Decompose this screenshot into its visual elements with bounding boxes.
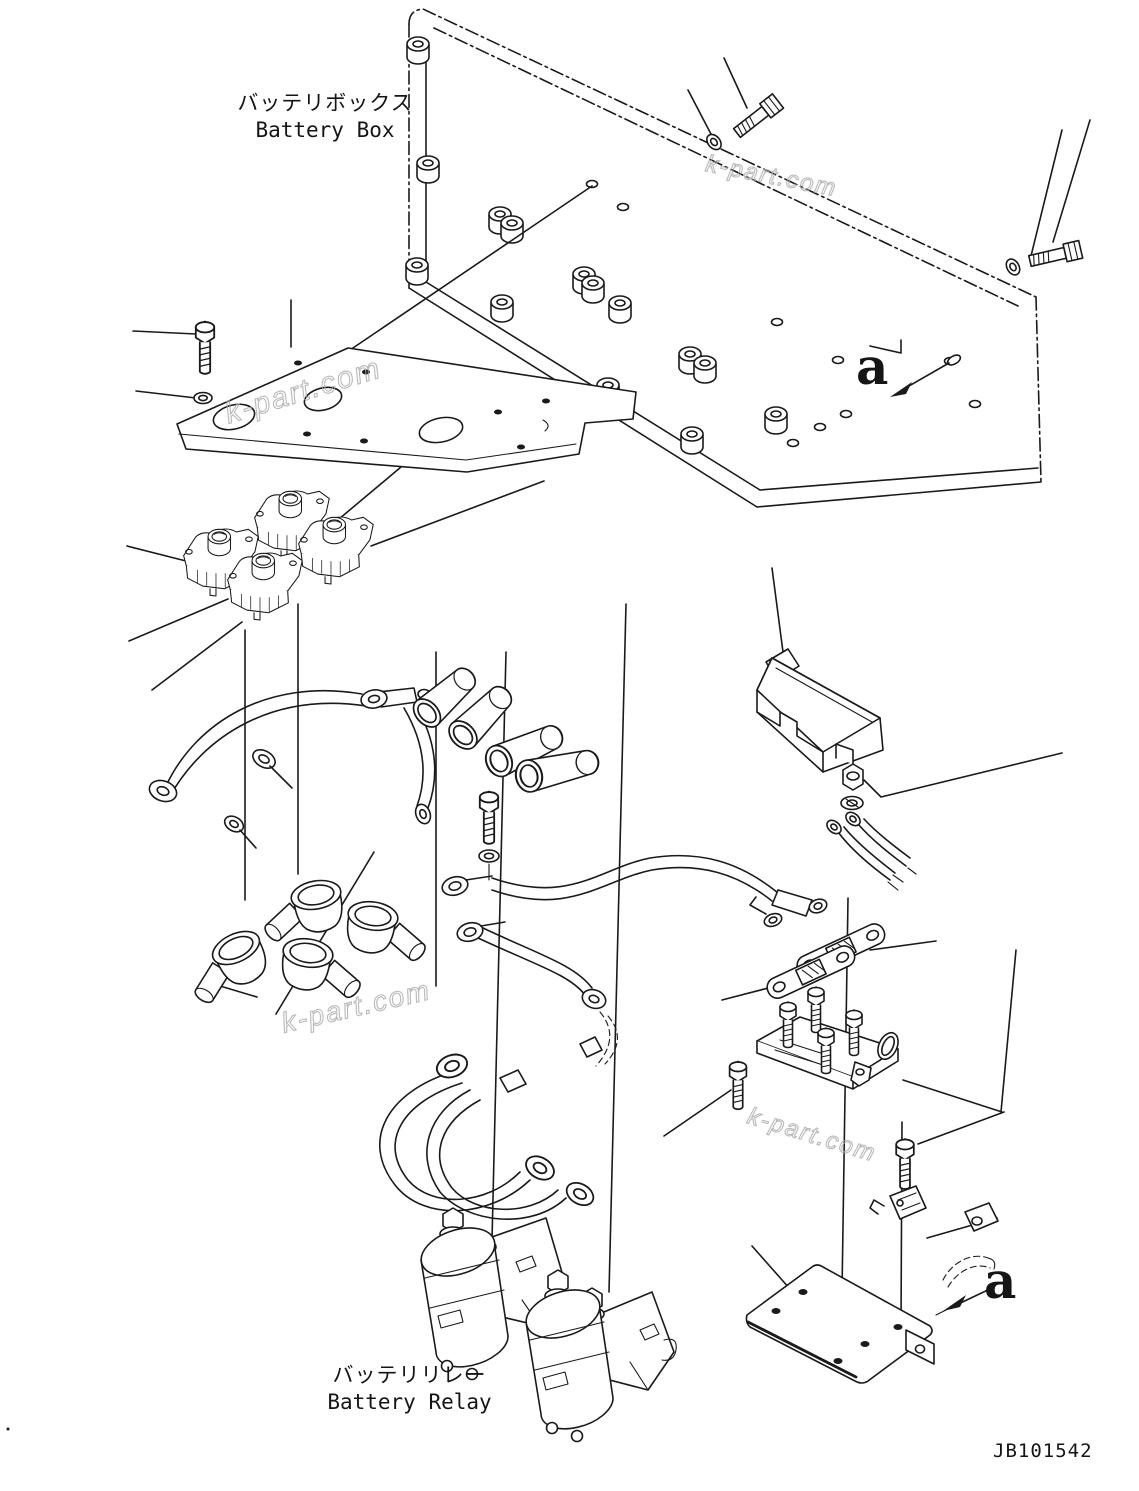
washer-icon xyxy=(193,391,213,405)
boot-icon xyxy=(341,897,435,966)
battery-box-label: バッテリボックス Battery Box xyxy=(210,90,440,145)
relay-nut-icon xyxy=(442,1207,464,1233)
battery-relay-label-en: Battery Relay xyxy=(327,1390,492,1415)
battery-box-label-en: Battery Box xyxy=(255,118,395,143)
panel-bolt-top xyxy=(706,93,785,151)
battery-relay-label-jp: バッテリリレー xyxy=(332,1363,487,1387)
cover-plate-bolt xyxy=(193,320,216,405)
washer-icon xyxy=(478,849,500,863)
bolt-icon xyxy=(478,790,500,845)
battery-relay-label: バッテリリレー Battery Relay xyxy=(292,1362,527,1417)
center-bolt-washer xyxy=(478,790,500,881)
battery-relay-assembly-1 xyxy=(420,1207,567,1381)
mounting-bracket-plate xyxy=(745,1264,935,1384)
bolt-icon xyxy=(728,1060,748,1111)
relay-block-icon xyxy=(227,552,303,621)
ground-wires xyxy=(826,811,917,891)
wiring-clip-brackets xyxy=(869,1185,999,1288)
battery-cable-short xyxy=(148,687,436,849)
fusible-links xyxy=(749,896,889,1003)
view-letter-bottom: a xyxy=(984,1251,1017,1310)
board-bolt xyxy=(728,1060,748,1111)
ring-terminal-icon xyxy=(561,1177,599,1211)
nut-icon xyxy=(842,763,864,791)
ring-terminal-icon xyxy=(520,1150,560,1186)
ring-terminal-icon xyxy=(454,919,486,945)
battery-relay-block-group xyxy=(183,490,374,621)
view-letter-top: a xyxy=(856,337,889,396)
battery-cable-long xyxy=(439,854,828,1067)
boot-icon xyxy=(175,923,277,1011)
ring-terminal-icon xyxy=(439,873,471,899)
battery-relay-assembly-2 xyxy=(525,1269,677,1443)
leader-lines xyxy=(126,57,1091,1359)
bolt-icon xyxy=(730,93,785,141)
bracket-bolt xyxy=(895,1138,915,1190)
view-arrow-top xyxy=(890,354,962,397)
heavy-battery-cables xyxy=(379,1049,599,1221)
page-mark xyxy=(6,1427,10,1431)
bolt-icon xyxy=(895,1138,915,1190)
relay-cover-box xyxy=(756,648,884,773)
bolt-icon xyxy=(194,320,216,375)
view-arrow-bottom xyxy=(935,1287,993,1316)
battery-cover-plate xyxy=(176,347,637,473)
relay-block-icon xyxy=(298,516,374,585)
relay-nut-icon xyxy=(547,1269,569,1295)
drawing-number: JB101542 xyxy=(993,1440,1093,1462)
bolt-icon xyxy=(1027,239,1084,271)
terminal-board xyxy=(756,986,899,1090)
boot-icon xyxy=(254,876,349,947)
terminal-nut-washer xyxy=(840,763,864,811)
battery-box-label-jp: バッテリボックス xyxy=(237,91,413,115)
panel-bolt-right xyxy=(1005,239,1084,276)
